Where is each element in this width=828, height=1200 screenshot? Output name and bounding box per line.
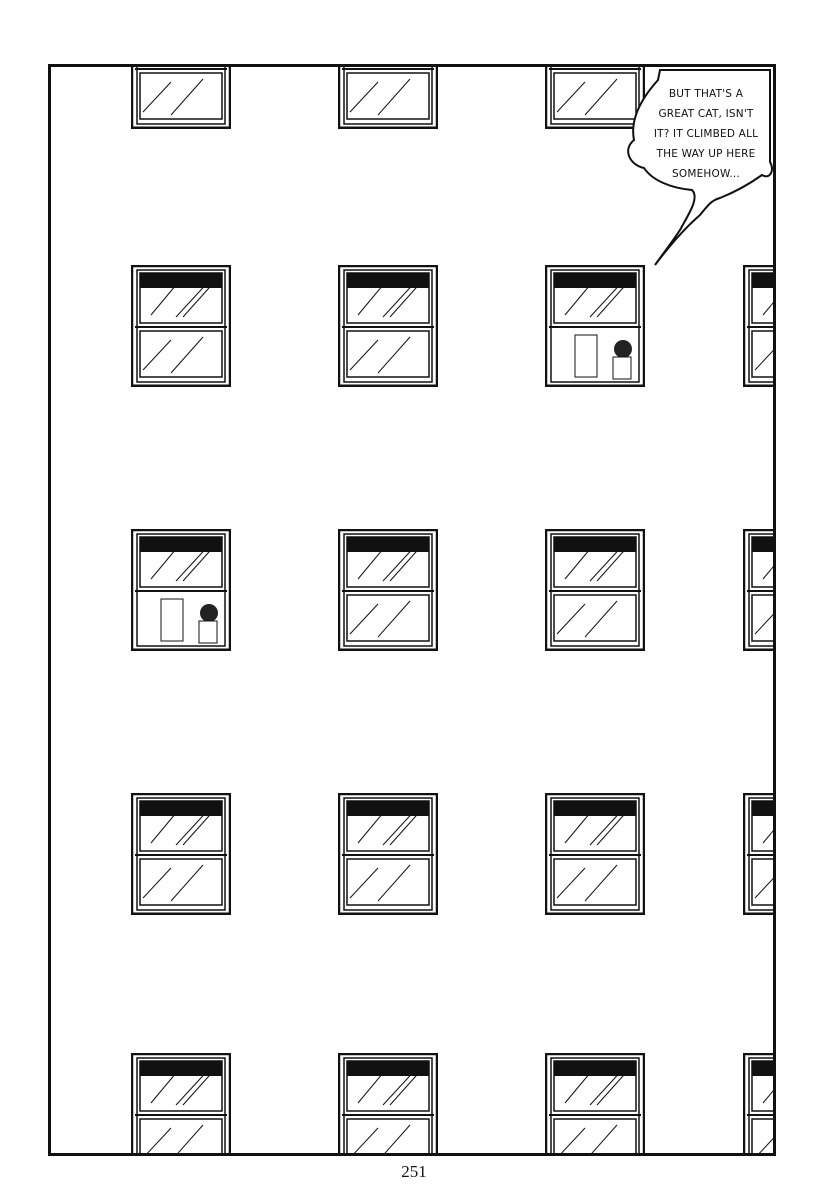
building-window	[338, 1053, 438, 1153]
window-with-person	[131, 529, 231, 651]
building-window	[338, 67, 438, 129]
bubble-line: IT? IT CLIMBED ALL	[653, 128, 759, 140]
bubble-line: THE WAY UP HERE	[656, 148, 756, 160]
building-window	[338, 529, 438, 651]
building-window	[338, 265, 438, 387]
window-with-person	[545, 265, 645, 387]
speech-bubble	[627, 69, 773, 266]
building-window	[545, 529, 645, 651]
building-window	[545, 67, 645, 129]
page-number: 251	[401, 1162, 427, 1181]
bubble-line: GREAT CAT, ISN'T	[658, 108, 754, 120]
building-window	[338, 793, 438, 915]
building-window	[743, 529, 773, 651]
bubble-line: BUT THAT'S A	[668, 88, 744, 100]
building-window	[545, 1053, 645, 1153]
building-window	[131, 1053, 231, 1153]
building-window	[743, 1053, 773, 1153]
building-window	[131, 793, 231, 915]
building-window	[743, 265, 773, 387]
building-window	[743, 793, 773, 915]
bubble-line: SOMEHOW...	[672, 168, 740, 180]
speech-bubble-text: BUT THAT'S A GREAT CAT, ISN'T IT? IT CLI…	[636, 84, 776, 184]
building-window	[131, 265, 231, 387]
building-window	[131, 67, 231, 129]
building-window	[545, 793, 645, 915]
comic-panel	[48, 64, 776, 1156]
